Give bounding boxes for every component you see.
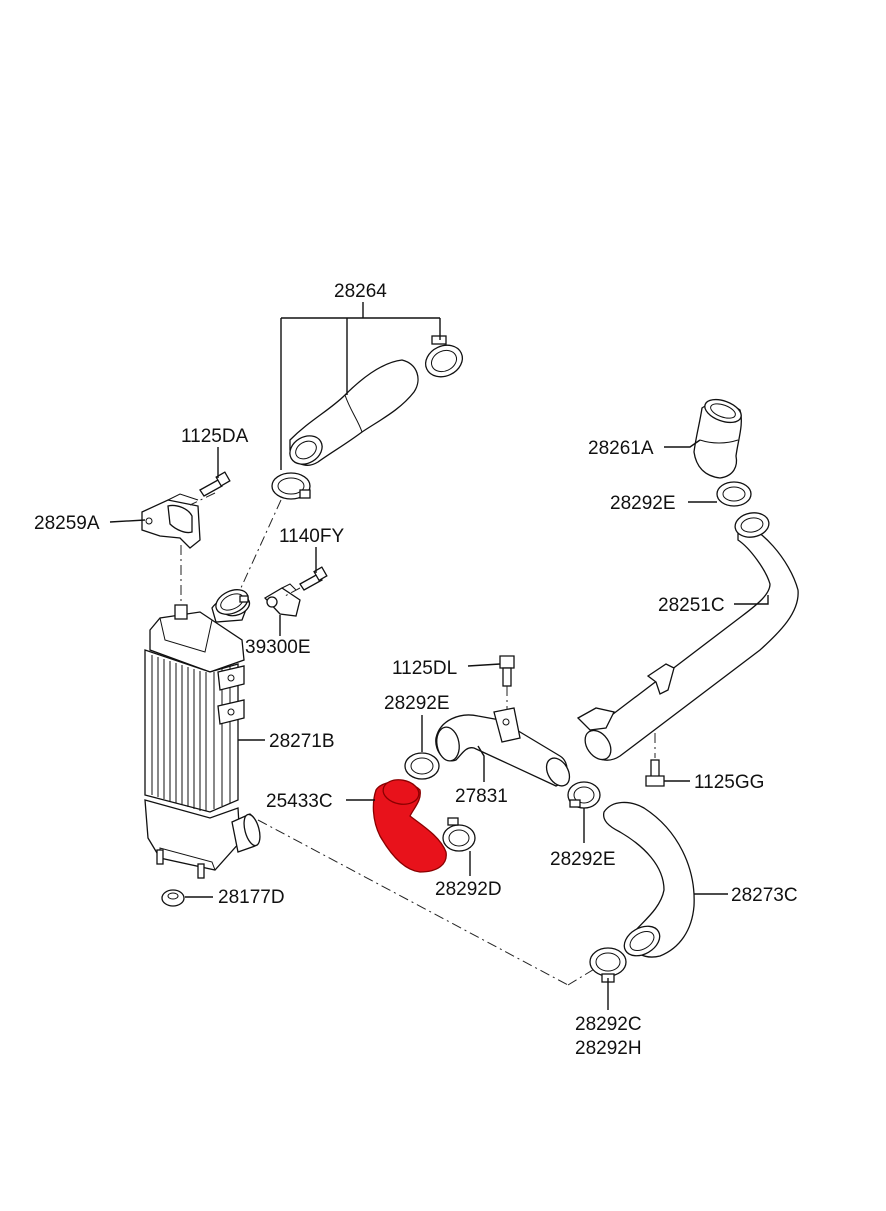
hose-clamp-28292d[interactable] bbox=[442, 817, 476, 852]
bolt-1125dl[interactable] bbox=[499, 655, 515, 687]
label-28292c: 28292C bbox=[575, 1014, 642, 1035]
intercooler-hose-28273c[interactable] bbox=[602, 801, 695, 961]
part-labels: 28264 28261A 1125DA 28259A 1140FY 28292E… bbox=[34, 281, 798, 1059]
hose-clamp-28292e-mid[interactable] bbox=[404, 752, 440, 780]
hose-clamp-28264-lower[interactable] bbox=[271, 472, 311, 500]
label-28271b: 28271B bbox=[269, 731, 335, 752]
bolt-1125gg[interactable] bbox=[645, 759, 665, 787]
label-1140fy: 1140FY bbox=[279, 526, 344, 547]
hose-clamp-28292c-28292h[interactable] bbox=[589, 947, 627, 983]
bolt-1140fy[interactable] bbox=[299, 566, 328, 591]
label-28251c: 28251C bbox=[658, 595, 725, 616]
intercooler-pipe-28251c[interactable] bbox=[576, 510, 799, 764]
label-28292e-right: 28292E bbox=[610, 493, 676, 514]
label-28292e-low: 28292E bbox=[550, 849, 616, 870]
bolt-1125da[interactable] bbox=[199, 471, 231, 497]
label-28177d: 28177D bbox=[218, 887, 285, 908]
assembly-centerlines bbox=[180, 492, 656, 986]
label-28261a: 28261A bbox=[588, 438, 654, 459]
hose-clamp-28292e-low[interactable] bbox=[567, 781, 601, 809]
boost-sensor-39300e[interactable] bbox=[263, 583, 301, 617]
hose-clamp-upper-intercooler[interactable] bbox=[212, 585, 252, 619]
label-1125gg: 1125GG bbox=[694, 772, 764, 793]
hose-25433c-highlighted[interactable] bbox=[372, 777, 447, 873]
label-1125dl: 1125DL bbox=[392, 658, 457, 679]
label-25433c: 25433C bbox=[266, 791, 333, 812]
label-39300e: 39300E bbox=[245, 637, 311, 658]
hose-clamp-28264-upper[interactable] bbox=[420, 335, 467, 383]
intercooler-hose-28264[interactable] bbox=[285, 359, 419, 470]
intercooler-core-28271b[interactable] bbox=[144, 593, 263, 879]
label-28292h: 28292H bbox=[575, 1038, 642, 1059]
label-27831: 27831 bbox=[455, 786, 508, 807]
label-28273c: 28273C bbox=[731, 885, 798, 906]
hose-28261a[interactable] bbox=[693, 395, 744, 479]
label-28292e-mid: 28292E bbox=[384, 693, 450, 714]
label-1125da: 1125DA bbox=[181, 426, 249, 447]
leader-lines bbox=[109, 302, 769, 1010]
label-28292d: 28292D bbox=[435, 879, 502, 900]
hose-clamp-28292e-upper-right[interactable] bbox=[716, 481, 752, 507]
pipe-27831[interactable] bbox=[434, 707, 574, 790]
mounting-bracket-28259a[interactable] bbox=[141, 493, 201, 549]
label-28259a: 28259A bbox=[34, 513, 100, 534]
label-28264: 28264 bbox=[334, 281, 387, 302]
nut-28177d[interactable] bbox=[161, 889, 185, 907]
